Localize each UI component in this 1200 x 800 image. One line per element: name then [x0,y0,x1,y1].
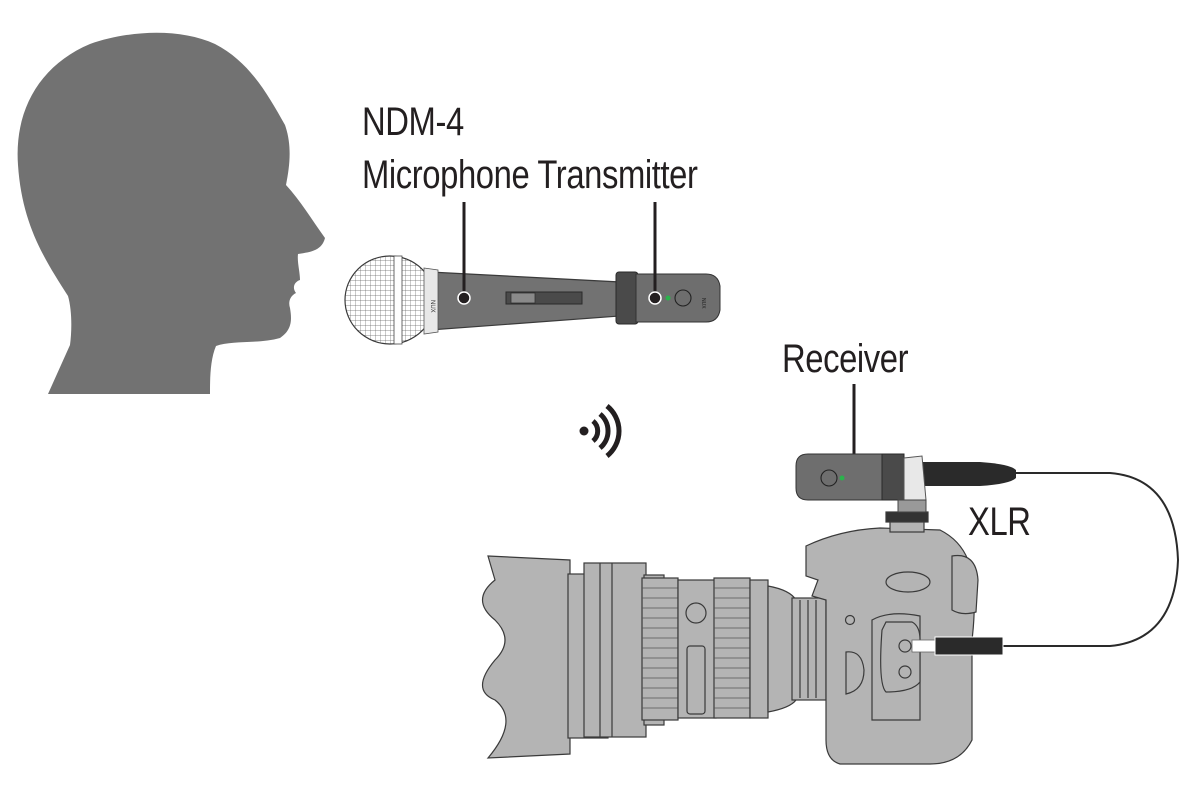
xlr-cable [918,462,1180,647]
receiver [795,453,927,513]
svg-text:NUX: NUX [700,298,706,309]
svg-text:NUX: NUX [429,300,435,313]
head-silhouette [17,32,325,395]
receiver-label: Receiver [782,337,909,381]
dynamic-microphone: NUX [344,255,621,345]
dslr-camera [481,511,1004,765]
transmitter-label: Microphone Transmitter [362,153,698,197]
model-label: NDM-4 [362,100,464,144]
transmitter: NUX [615,271,721,325]
xlr-label: XLR [968,500,1031,544]
wireless-signal-icon [579,404,622,458]
